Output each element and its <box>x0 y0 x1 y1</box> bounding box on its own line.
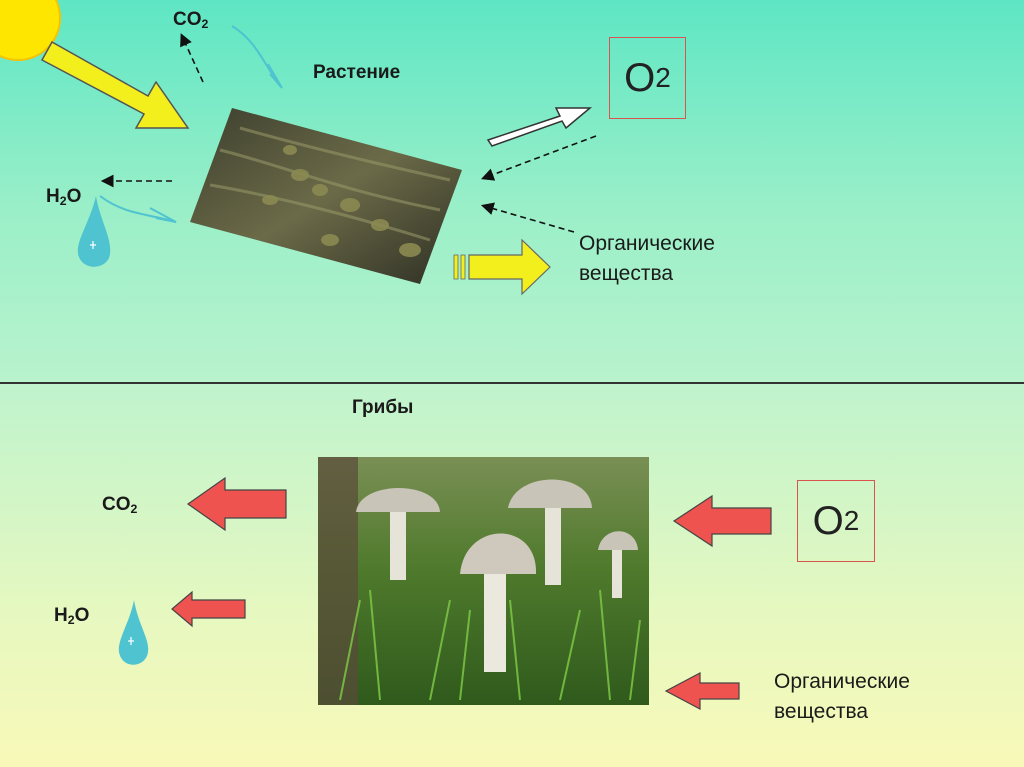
sunlight-arrow <box>40 40 190 129</box>
co2-label: CO2 <box>173 9 209 32</box>
co2-dashed-arrow <box>180 33 204 83</box>
organic-dashed-arrow <box>480 202 575 233</box>
co2-label: CO2 <box>102 494 138 517</box>
organic-input-arrow <box>664 672 740 710</box>
h2o-output-arrow <box>171 590 246 628</box>
organic-label: Органические вещества <box>579 232 715 285</box>
sun-icon <box>0 0 61 61</box>
fungi-title: Грибы <box>352 397 414 418</box>
o2-release-arrow <box>486 107 593 147</box>
water-drop-icon <box>77 196 111 267</box>
h2o-curve-arrow <box>99 195 177 223</box>
h2o-label: H2O <box>54 605 90 628</box>
h2o-label: H2O <box>46 186 82 209</box>
seaweed-photo <box>190 108 462 284</box>
mushroom-photo <box>318 457 649 705</box>
water-drop-icon <box>118 600 149 665</box>
plant-title: Растение <box>313 62 401 83</box>
organic-label: Органические вещества <box>774 670 910 723</box>
section-divider <box>0 382 1024 384</box>
co2-output-arrow <box>186 476 287 532</box>
plant-section <box>0 0 1024 383</box>
organic-output-arrow <box>453 238 551 296</box>
o2-input-arrow <box>672 494 772 548</box>
